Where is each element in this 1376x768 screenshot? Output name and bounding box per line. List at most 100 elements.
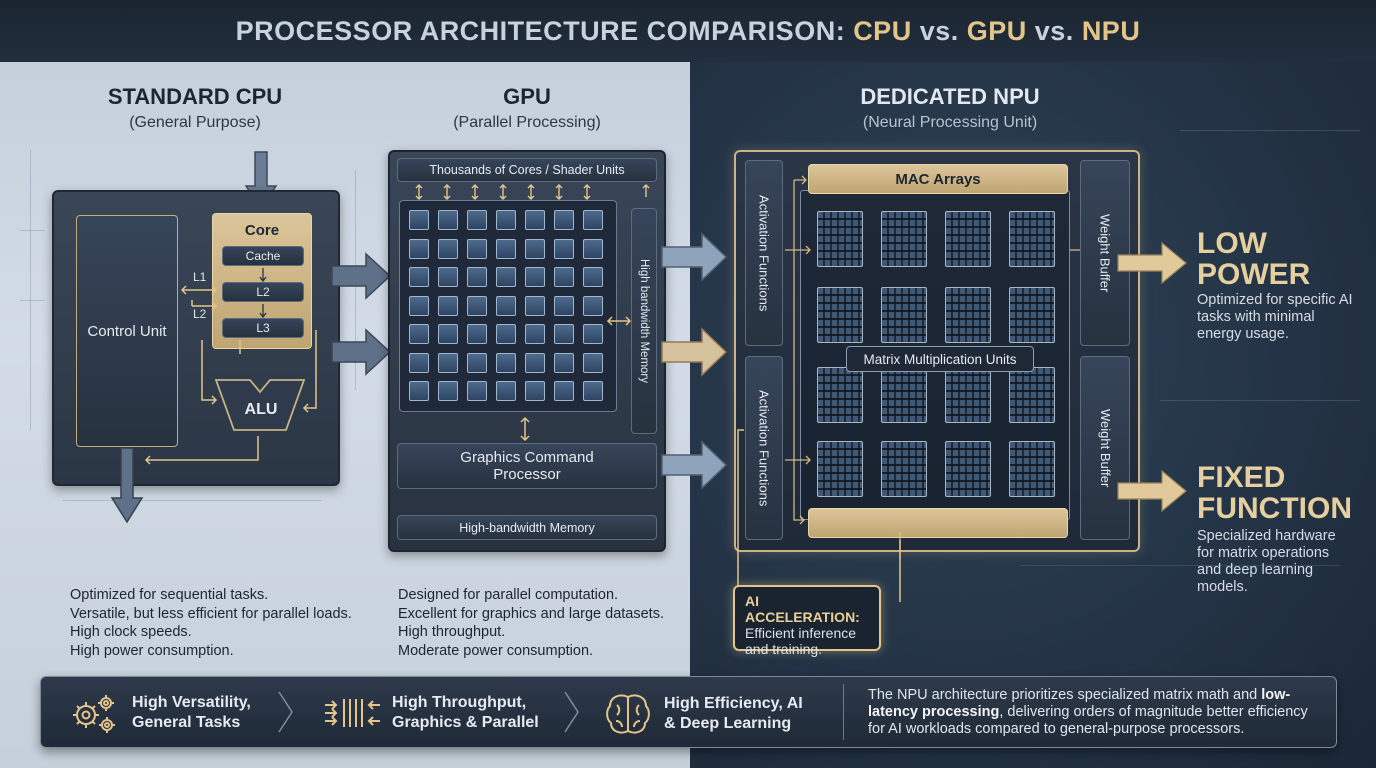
low-power-title: LOW POWER — [1197, 228, 1317, 290]
gpu-core-cell — [496, 295, 516, 316]
deco-line — [1160, 400, 1360, 401]
ai-callout-connector-icon — [737, 429, 901, 602]
cpu-heading-block: STANDARD CPU (General Purpose) — [80, 84, 310, 132]
mac-array-block — [945, 367, 991, 423]
deco-line — [20, 230, 45, 231]
mac-array-block — [945, 287, 991, 343]
gpu-npu-arrow-icon — [661, 232, 728, 282]
gpu-core-cell — [554, 267, 574, 287]
alu-label: ALU — [244, 401, 278, 418]
deco-line — [20, 300, 45, 301]
parallel-bars-icon — [325, 699, 380, 727]
gpu-core-cell — [525, 324, 545, 344]
ai-acceleration-callout: AI ACCELERATION: Efficient inference and… — [733, 585, 881, 657]
gpu-core-cell — [409, 238, 429, 259]
gpu-core-cell — [409, 324, 429, 344]
gears-icon — [73, 695, 115, 733]
cpu-bus-arrows-icon — [180, 285, 218, 311]
weight-buffer-bottom: Weight Buffer — [1080, 356, 1130, 540]
matrix-multiplication-units: Matrix Multiplication Units — [846, 346, 1034, 372]
fixed-function-arrow-icon — [1117, 469, 1187, 513]
gpu-core-cell — [525, 267, 545, 287]
page-title: PROCESSOR ARCHITECTURE COMPARISON: CPU v… — [236, 16, 1141, 47]
mac-array-block — [881, 287, 927, 343]
gpu-core-cell — [438, 324, 458, 344]
title-bar: PROCESSOR ARCHITECTURE COMPARISON: CPU v… — [0, 0, 1376, 62]
gpu-core-cell — [438, 267, 458, 287]
deco-line — [62, 500, 322, 501]
cache-arrows-icon — [259, 268, 267, 319]
summary-item-npu-label: High Efficiency, AI & Deep Learning — [664, 695, 803, 732]
gpu-core-cell — [496, 267, 516, 287]
gpu-core-cell — [409, 267, 429, 287]
fixed-function-title-text: FIXED FUNCTION — [1197, 461, 1352, 525]
control-unit: Control Unit — [76, 215, 178, 447]
gpu-memory-vertical: High bandwidth Memory — [631, 208, 657, 434]
mac-array-block — [1009, 441, 1055, 497]
cpu-heading: STANDARD CPU — [107, 84, 283, 109]
gpu-memory-bottom: High-bandwidth Memory — [397, 515, 657, 540]
cpu-gpu-arrow-icon — [331, 252, 392, 300]
mac-arrays-label: MAC Arrays — [895, 170, 981, 188]
cpu-flow-arrows-icon — [144, 330, 317, 465]
gpu-core-cell — [554, 238, 574, 259]
mac-array-block — [945, 211, 991, 267]
gpu-description: Designed for parallel computation. Excel… — [398, 586, 688, 660]
note-text: , delivering orders of magnitude better … — [868, 704, 1308, 737]
gpu-core-cell — [496, 324, 516, 344]
gpu-core-cell — [583, 352, 603, 373]
cache-box: Cache — [222, 246, 304, 266]
memory-link-arrow-icon — [606, 316, 632, 326]
summary-item-gpu-label: High Throughput, Graphics & Parallel — [392, 694, 539, 731]
gpu-core-cell — [583, 295, 603, 316]
mac-array-block — [817, 441, 863, 497]
title-vs: vs. — [1026, 15, 1082, 46]
fixed-function-title: FIXED FUNCTION — [1197, 461, 1352, 525]
mac-array-block — [817, 287, 863, 343]
low-power-text: Optimized for specific AI tasks with min… — [1197, 292, 1353, 342]
gpu-core-cell — [554, 352, 574, 373]
gpu-core-cell — [438, 238, 458, 259]
chevron-right-icon — [278, 691, 293, 733]
gpu-core-cell — [467, 210, 487, 230]
activation-functions-bottom: Activation Functions — [745, 356, 783, 540]
gpu-core-cell — [438, 295, 458, 316]
matrix-units-label: Matrix Multiplication Units — [863, 351, 1017, 367]
core-arrows-icon — [415, 184, 650, 200]
summary-divider — [843, 684, 844, 740]
gpu-npu-arrow-icon — [661, 440, 728, 490]
gpu-memory-bottom-label: High-bandwidth Memory — [459, 520, 595, 535]
note-emphasis: low-latency processing — [868, 687, 1291, 720]
cpu-desc-line: Versatile, but less efficient for parall… — [70, 605, 352, 622]
summary-item-gpu: High Throughput, Graphics & Parallel — [322, 691, 542, 735]
gpu-core-cell — [496, 238, 516, 259]
gpu-core-cell — [525, 238, 545, 259]
cache-label: Cache — [245, 249, 281, 263]
gpu-core-cell — [583, 267, 603, 287]
gpu-desc-line: Designed for parallel computation. — [398, 587, 619, 603]
l3-label: L3 — [256, 321, 270, 335]
title-npu: NPU — [1081, 15, 1141, 46]
cpu-desc-line: High clock speeds. — [70, 624, 192, 640]
gpu-core-cell — [409, 210, 429, 230]
summary-item-cpu: High Versatility, General Tasks — [66, 691, 262, 735]
gpu-desc-line: High throughput. — [398, 624, 506, 640]
mac-array-block — [945, 441, 991, 497]
gpu-memory-vertical-label: High bandwidth Memory — [638, 258, 650, 383]
gpu-desc-line: Moderate power consumption. — [398, 642, 594, 659]
weight-buffer-top-label: Weight Buffer — [1097, 213, 1113, 293]
cpu-desc-line: High power consumption. — [70, 642, 234, 659]
gpu-heading-block: GPU (Parallel Processing) — [412, 84, 642, 132]
l2-box: L2 — [222, 282, 304, 302]
deco-line — [1180, 130, 1360, 131]
npu-flow-lines-icon — [785, 175, 1080, 560]
gpu-cores-header: Thousands of Cores / Shader Units — [397, 158, 657, 182]
gpu-core-cell — [467, 324, 487, 344]
gpu-core-grid — [399, 200, 617, 412]
npu-heading: DEDICATED NPU — [860, 84, 1040, 109]
l3-box: L3 — [222, 318, 304, 338]
gpu-core-cell — [496, 381, 516, 401]
gpu-core-cell — [496, 210, 516, 230]
gpu-core-cell — [525, 210, 545, 230]
gpu-core-cell — [554, 295, 574, 316]
